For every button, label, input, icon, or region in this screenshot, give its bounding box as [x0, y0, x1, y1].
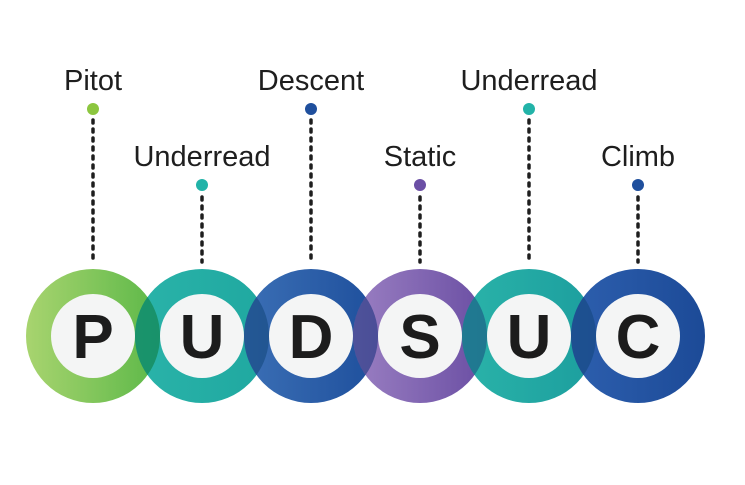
overlap-d-s — [352, 297, 379, 375]
label-underread-1: Underread — [133, 141, 270, 173]
overlap-u-c — [570, 297, 597, 375]
label-static: Static — [384, 141, 457, 173]
letter-discs — [51, 294, 680, 378]
letter-u-1: U — [180, 303, 225, 372]
letter-d: D — [289, 303, 334, 372]
label-pitot: Pitot — [64, 65, 122, 97]
disc-u-1 — [160, 294, 244, 378]
letter-s: S — [399, 303, 440, 372]
disc-d — [269, 294, 353, 378]
label-descent: Descent — [258, 65, 364, 97]
disc-p — [51, 294, 135, 378]
letter-p: P — [72, 303, 113, 372]
connector-dot-underread-1 — [196, 179, 208, 191]
connector-dot-descent — [305, 103, 317, 115]
connectors — [87, 103, 644, 264]
label-climb: Climb — [601, 141, 675, 173]
disc-u-2 — [487, 294, 571, 378]
ring-overlaps — [134, 297, 597, 375]
overlap-s-u — [461, 297, 488, 375]
disc-s — [378, 294, 462, 378]
connector-dot-pitot — [87, 103, 99, 115]
labels: Pitot Underread Descent Static Underread… — [64, 65, 675, 173]
label-underread-2: Underread — [460, 65, 597, 97]
disc-c — [596, 294, 680, 378]
letter-u-2: U — [507, 303, 552, 372]
overlap-u-d — [243, 297, 270, 375]
connector-dot-static — [414, 179, 426, 191]
connector-dot-climb — [632, 179, 644, 191]
letter-c: C — [616, 303, 661, 372]
letters: P U D S U C — [72, 303, 660, 372]
overlap-p-u — [134, 297, 161, 375]
connector-dot-underread-2 — [523, 103, 535, 115]
